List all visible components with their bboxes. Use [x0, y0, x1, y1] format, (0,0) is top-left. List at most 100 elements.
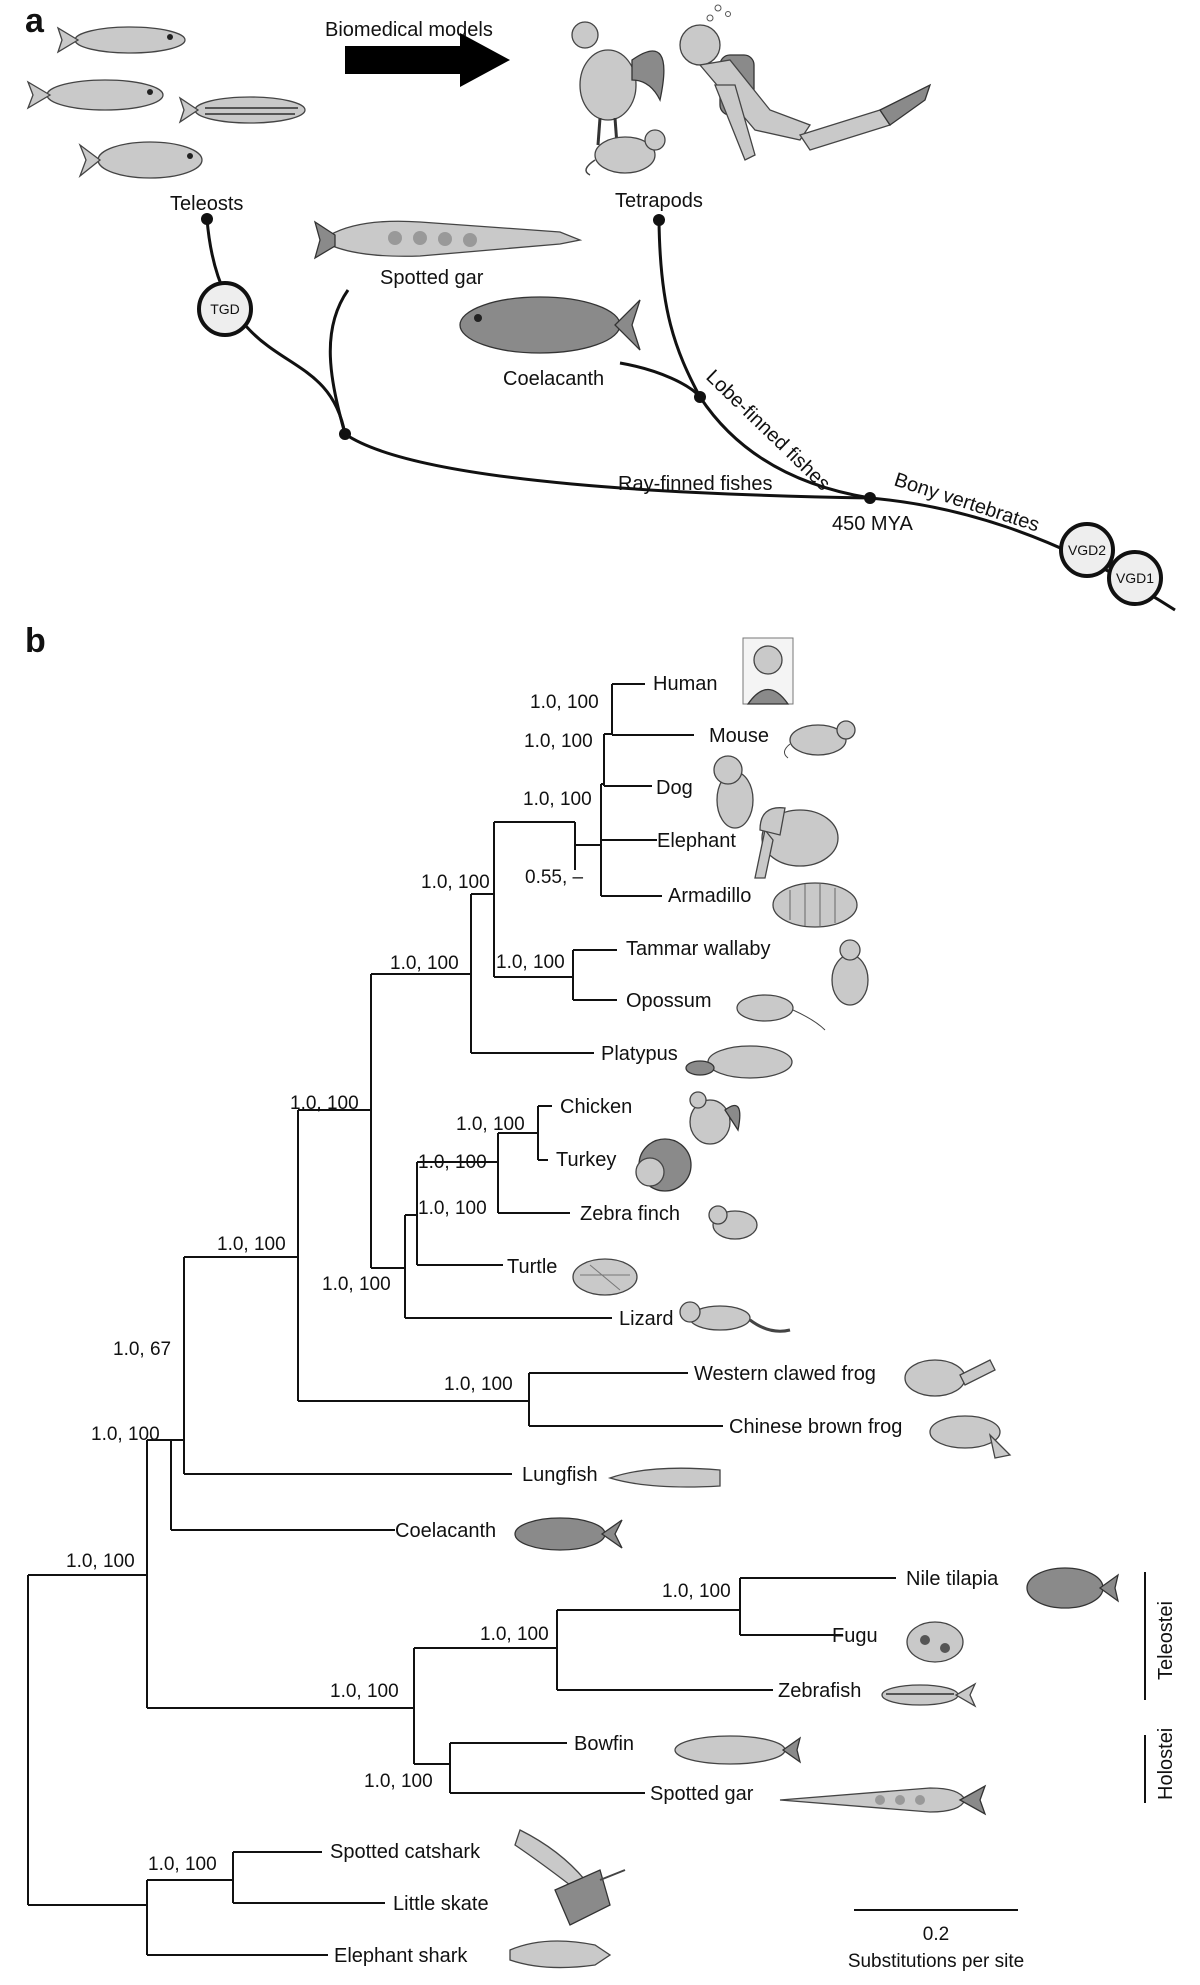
panel-a-label: a [25, 2, 45, 40]
taxon-lizard: Lizard [619, 1308, 673, 1330]
scale-caption: Substitutions per site [848, 1951, 1024, 1972]
taxon-elephant: Elephant [657, 830, 736, 852]
elephant-shark-icon [509, 1940, 612, 1969]
support-sarcopterygii: 1.0, 100 [91, 1424, 160, 1445]
taxon-coelacanth: Coelacanth [395, 1520, 496, 1542]
panel-a-tree [201, 213, 1176, 612]
vgd1-label: VGD1 [1116, 570, 1154, 586]
tetrapods-label: Tetrapods [615, 190, 703, 212]
scale-value: 0.2 [923, 1924, 949, 1945]
phylogenetic-tree [27, 683, 896, 1956]
vgd2-label: VGD2 [1068, 542, 1106, 558]
platyfish-icon [78, 141, 203, 179]
taxon-chicken: Chicken [560, 1096, 632, 1118]
wallaby-icon [831, 939, 869, 1006]
turtle-icon [572, 1258, 638, 1296]
nile-tilapia-icon [1026, 1567, 1120, 1609]
support-holostei: 1.0, 100 [364, 1771, 433, 1792]
support-tilapia-fugu: 1.0, 100 [662, 1581, 731, 1602]
support-tetrapods-lungfish: 1.0, 67 [113, 1339, 171, 1360]
little-skate-icon [554, 1869, 626, 1926]
taxon-zebrafish: Zebrafish [778, 1680, 861, 1702]
tgd-label: TGD [210, 301, 240, 317]
tgd-marker: TGD [197, 281, 253, 337]
rooster-icon [571, 21, 665, 146]
zebra-finch-icon [708, 1205, 758, 1240]
taxon-chinese-brown-frog: Chinese brown frog [729, 1416, 902, 1438]
mouse-tetrapod-icon [585, 129, 666, 176]
taxon-tammar-wallaby: Tammar wallaby [626, 938, 770, 960]
panel-b-label: b [25, 622, 46, 660]
taxon-spotted-gar: Spotted gar [650, 1783, 754, 1805]
taxon-fugu: Fugu [832, 1625, 878, 1647]
support-birds-turtle: 1.0, 100 [418, 1198, 487, 1219]
support-therians: 1.0, 100 [421, 872, 490, 893]
support-reptiles: 1.0, 100 [322, 1274, 391, 1295]
holostei-label: Holostei [1155, 1728, 1177, 1800]
panel-b-animal-icons [509, 637, 1120, 1969]
coelacanth-icon-a [459, 296, 641, 354]
taxon-turtle: Turtle [507, 1256, 557, 1278]
spotted-gar-icon-a [313, 220, 583, 260]
taxon-human: Human [653, 673, 717, 695]
support-elephant-armadillo: 0.55, – [525, 867, 584, 888]
support-amniotes: 1.0, 100 [290, 1093, 359, 1114]
zebrafish-teleost-icon [178, 96, 306, 124]
support-human-mouse: 1.0, 100 [530, 692, 599, 713]
taxon-zebra-finch: Zebra finch [580, 1203, 680, 1225]
biomedical-models-label: Biomedical models [325, 19, 493, 41]
support-chicken-turkey: 1.0, 100 [456, 1114, 525, 1135]
fugu-icon [906, 1621, 964, 1663]
biomedical-arrow [345, 33, 510, 87]
medaka-icon [26, 79, 164, 111]
support-birds: 1.0, 100 [418, 1152, 487, 1173]
vgd2-marker: VGD2 [1059, 522, 1115, 578]
support-mammals: 1.0, 100 [390, 953, 459, 974]
support-marsupials: 1.0, 100 [496, 952, 565, 973]
lizard-icon [679, 1301, 791, 1333]
zebrafish-icon-b [881, 1682, 977, 1708]
support-teleostei: 1.0, 100 [480, 1624, 549, 1645]
support-osteichthyes: 1.0, 100 [66, 1551, 135, 1572]
teleostei-label: Teleostei [1155, 1601, 1177, 1680]
opossum-icon [736, 994, 826, 1031]
taxon-western-clawed-frog: Western clawed frog [694, 1363, 876, 1385]
taxon-armadillo: Armadillo [668, 885, 751, 907]
support-frogs: 1.0, 100 [444, 1374, 513, 1395]
mya-label: 450 MYA [832, 513, 913, 535]
teleosts-label: Teleosts [170, 193, 243, 215]
armadillo-icon [772, 882, 858, 928]
taxon-bowfin: Bowfin [574, 1733, 634, 1755]
chinese-brown-frog-icon [929, 1415, 1012, 1459]
support-tetrapods: 1.0, 100 [217, 1234, 286, 1255]
tetrapod-icons [571, 4, 932, 176]
taxon-little-skate: Little skate [393, 1893, 489, 1915]
mouse-icon [784, 720, 856, 759]
platypus-icon [685, 1045, 793, 1079]
western-clawed-frog-icon [904, 1359, 996, 1397]
taxon-elephant-shark: Elephant shark [334, 1945, 468, 1967]
taxon-dog: Dog [656, 777, 693, 799]
taxon-nile-tilapia: Nile tilapia [906, 1568, 999, 1590]
taxon-mouse: Mouse [709, 725, 769, 747]
human-icon [742, 637, 794, 705]
support-actinopterygii: 1.0, 100 [330, 1681, 399, 1702]
lungfish-icon [607, 1467, 721, 1488]
taxon-platypus: Platypus [601, 1043, 678, 1065]
stickleback-icon [56, 26, 186, 54]
spotted-gar-icon-b [779, 1784, 987, 1816]
dog-icon [713, 755, 754, 829]
support-placentals: 1.0, 100 [523, 789, 592, 810]
coelacanth-label-a: Coelacanth [503, 368, 604, 390]
spotted-gar-label-a: Spotted gar [380, 267, 484, 289]
bowfin-icon [674, 1735, 802, 1765]
elephant-icon [754, 807, 839, 879]
taxon-spotted-catshark: Spotted catshark [330, 1841, 481, 1863]
turkey-icon [635, 1138, 692, 1192]
taxon-lungfish: Lungfish [522, 1464, 598, 1486]
teleost-fish-icons [26, 26, 306, 179]
support-human-mouse-dog: 1.0, 100 [524, 731, 593, 752]
coelacanth-icon-b [514, 1517, 623, 1551]
support-chondrichthyes: 1.0, 100 [148, 1854, 217, 1875]
